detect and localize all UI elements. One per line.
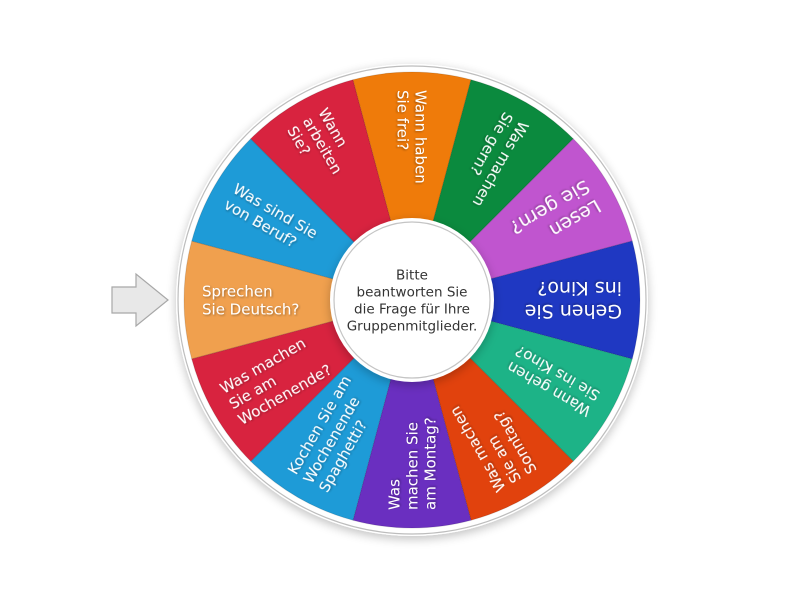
segment-label: Gehen Sieins Kino? (525, 277, 622, 322)
wheel-rim-line (177, 65, 647, 535)
wheel-segment[interactable] (352, 71, 472, 302)
segment-label: Wann habenSie frei? (394, 90, 430, 184)
wheel-segment[interactable] (352, 298, 472, 529)
wheel-segment[interactable] (183, 240, 414, 360)
pointer-arrow (111, 272, 169, 328)
wheel-segment[interactable] (410, 240, 641, 360)
segment-label: Wasmachen Sieam Montag? (385, 417, 439, 510)
arrow-right-icon (111, 272, 169, 328)
